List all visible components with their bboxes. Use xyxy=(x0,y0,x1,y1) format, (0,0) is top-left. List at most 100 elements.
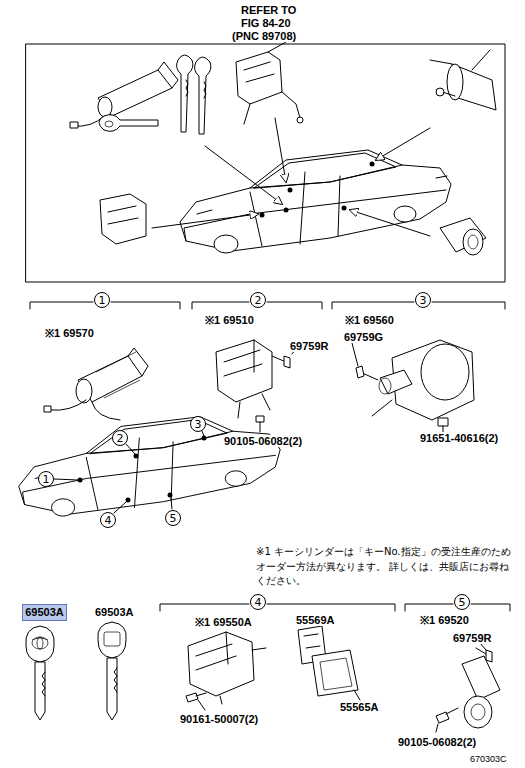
callout-number: 4 xyxy=(250,594,266,610)
door-lock-69550A xyxy=(186,632,266,710)
key-69503A xyxy=(35,662,45,720)
door-cylinder-69520 xyxy=(471,704,485,720)
part-number: 90161-50007(2) xyxy=(180,713,258,725)
location-arrow xyxy=(275,118,286,182)
callout-circle xyxy=(191,417,206,432)
header-frame xyxy=(26,44,505,282)
door-cylinder-69520 xyxy=(476,643,486,654)
location-arrow xyxy=(152,118,430,236)
ignition-cylinder-and-keys xyxy=(158,62,178,88)
bracket-55569A xyxy=(304,634,320,648)
trunk-lock-69560 xyxy=(380,370,412,394)
pad-55565A xyxy=(354,690,360,700)
car-bottom xyxy=(19,417,281,516)
car-top xyxy=(342,206,347,211)
front-door-lock-top xyxy=(244,42,300,124)
location-arrow xyxy=(376,128,430,160)
key-69503A xyxy=(104,632,120,646)
front-door-lock-top xyxy=(297,117,303,123)
key-69503A xyxy=(107,658,117,720)
ignition-cylinder-and-keys xyxy=(105,121,113,127)
ignition-cylinder-69570 xyxy=(76,379,92,403)
rear-door-lock-top xyxy=(100,194,146,244)
group-bracket xyxy=(160,604,395,611)
rear-door-lock-top xyxy=(108,206,138,224)
key-69503A xyxy=(98,622,126,658)
pad-55565A xyxy=(320,658,352,690)
callout-number: 3 xyxy=(415,292,431,308)
callout-number: 1 xyxy=(94,292,110,308)
location-arrow xyxy=(350,210,430,236)
front-door-lock-top xyxy=(236,52,282,104)
trunk-lock-69560 xyxy=(356,366,364,378)
trunk-lock-top xyxy=(430,50,490,96)
door-lock-69510 xyxy=(216,340,272,402)
node-text: 1 xyxy=(38,474,54,485)
door-lock-69550A xyxy=(188,632,254,696)
order-note: ※1 キーシリンダーは「キーNo.指定」の受注生産のため オーダー方法が異なりま… xyxy=(256,545,518,589)
node-text: 69503A xyxy=(23,606,66,618)
key-69503A xyxy=(26,622,126,720)
reference-text: REFER TO xyxy=(241,4,296,16)
car-top xyxy=(288,188,293,193)
callout-circle xyxy=(251,293,266,308)
pad-55565A xyxy=(312,650,360,700)
callout-circle xyxy=(251,595,266,610)
trunk-lock-69560 xyxy=(360,372,392,416)
door-lock-69510 xyxy=(284,356,290,368)
trunk-lock-69560 xyxy=(352,340,474,432)
rear-door-lock-top xyxy=(100,194,146,244)
car-bottom xyxy=(134,454,139,459)
callout-number: 5 xyxy=(165,510,181,526)
part-number: ※1 69560 xyxy=(345,314,394,326)
reference-text: (PNC 89708) xyxy=(232,30,296,42)
node-text: 4 xyxy=(100,515,116,526)
door-lock-69550A xyxy=(196,632,236,670)
car-top xyxy=(180,150,451,253)
location-arrow xyxy=(152,214,258,228)
key-69503A xyxy=(26,626,54,662)
door-cylinder-69520 xyxy=(436,708,458,732)
ignition-cylinder-and-keys xyxy=(98,97,112,117)
callout-number: 5 xyxy=(454,594,470,610)
node-text: 5 xyxy=(165,513,181,524)
header-frame xyxy=(26,44,505,282)
trunk-lock-69560 xyxy=(379,378,391,394)
door-lock-69550A xyxy=(186,693,198,702)
front-door-lock-top xyxy=(244,62,274,82)
car-top xyxy=(180,150,451,253)
node-text: 1 xyxy=(94,295,110,306)
part-number: ※1 69520 xyxy=(420,614,469,626)
callout-number: 2 xyxy=(250,292,266,308)
callout-circle xyxy=(101,513,116,528)
door-lock-69510 xyxy=(260,422,261,432)
part-number: 55565A xyxy=(340,701,379,713)
callout-circle xyxy=(95,293,110,308)
car-bottom xyxy=(54,431,204,513)
trunk-lock-69560 xyxy=(438,418,448,426)
door-cylinder-69520 xyxy=(462,656,500,700)
callout-number: 1 xyxy=(38,471,54,487)
part-number: 69759R xyxy=(290,340,329,352)
ignition-cylinder-69570 xyxy=(44,348,148,420)
trunk-lock-69560 xyxy=(421,344,469,400)
door-lock-69510 xyxy=(216,340,296,432)
figure-code: 670303C xyxy=(470,755,507,765)
callout-circle xyxy=(416,293,431,308)
door-lock-69510 xyxy=(224,340,262,376)
node-text: 5 xyxy=(454,597,470,608)
door-cylinder-69520 xyxy=(464,696,492,728)
node-text: 3 xyxy=(190,419,206,430)
node-text: 2 xyxy=(112,433,128,444)
door-lock-69510 xyxy=(238,356,286,418)
key-69503A xyxy=(42,672,45,696)
trunk-lock-69560 xyxy=(352,343,443,432)
part-number: ※1 69570 xyxy=(45,327,94,339)
ignition-cylinder-and-keys xyxy=(98,70,172,116)
ignition-cylinder-69570 xyxy=(50,400,120,420)
ignition-cylinder-69570 xyxy=(44,406,51,412)
callout-circle xyxy=(166,511,181,526)
front-door-lock-top xyxy=(236,42,303,124)
door-cylinder-top xyxy=(440,218,486,255)
